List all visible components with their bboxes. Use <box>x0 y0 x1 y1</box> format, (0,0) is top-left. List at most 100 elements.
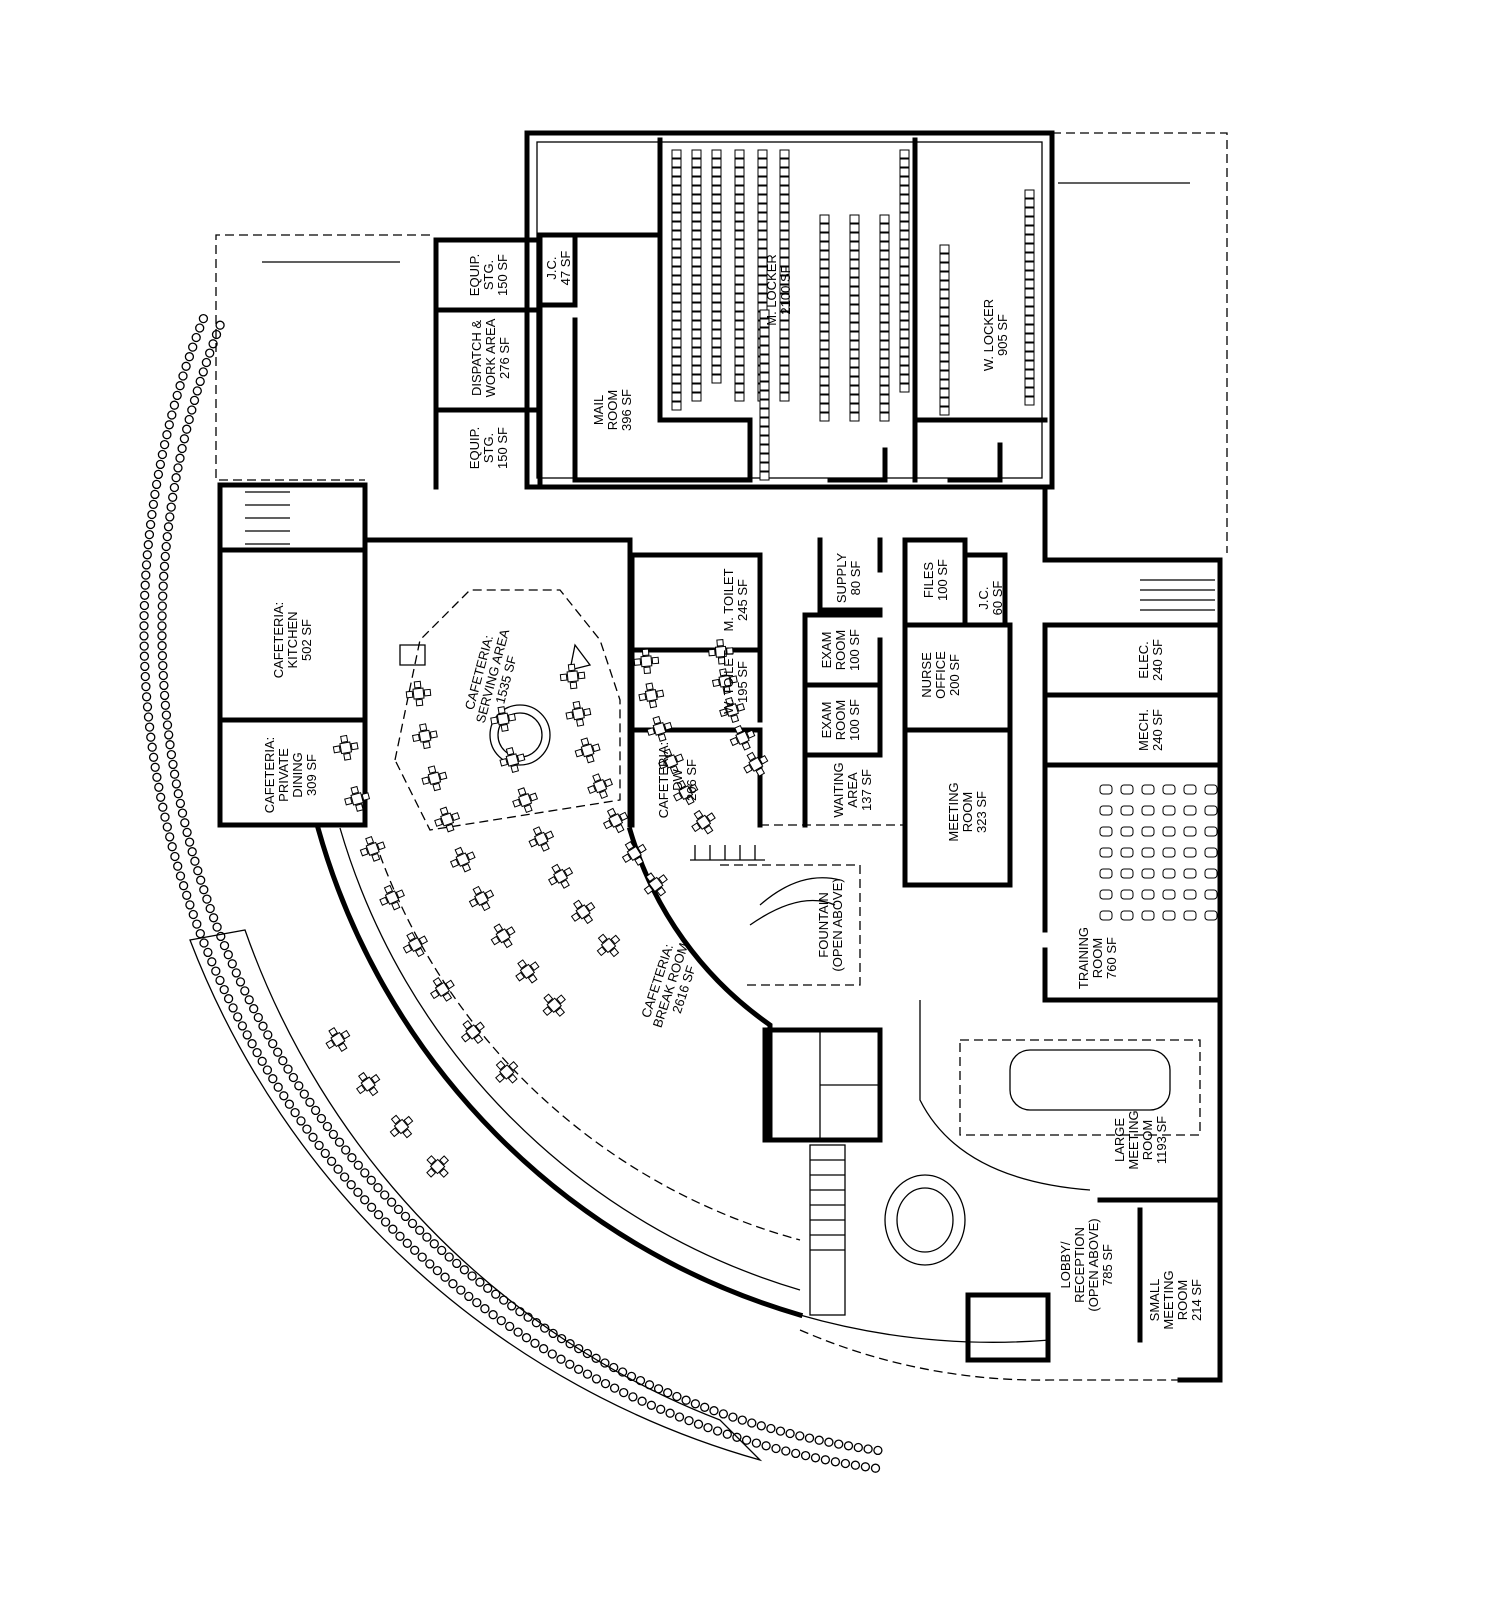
chair <box>602 819 613 830</box>
shrub <box>205 903 215 914</box>
locker <box>779 230 790 240</box>
shrub <box>609 1362 619 1373</box>
table <box>360 1076 376 1092</box>
shrub <box>157 621 167 631</box>
shrub <box>195 323 205 333</box>
locker <box>691 212 702 222</box>
shrub <box>163 522 174 532</box>
shrub <box>771 1443 781 1454</box>
chair <box>430 989 440 1000</box>
shrub <box>160 812 170 822</box>
shrub <box>165 512 175 522</box>
locker <box>711 257 722 267</box>
shrub <box>843 1441 854 1451</box>
chair <box>516 753 526 762</box>
chair <box>641 648 650 657</box>
table <box>429 1158 446 1175</box>
shrub <box>513 1327 523 1337</box>
table <box>580 743 595 758</box>
chair <box>643 666 651 675</box>
chair <box>619 811 629 822</box>
shrub <box>205 348 215 358</box>
room-label-line: RECEPTION <box>1072 1227 1087 1303</box>
shrub <box>167 842 177 852</box>
locker <box>671 284 682 294</box>
table <box>553 868 569 884</box>
table <box>384 890 400 905</box>
locker <box>819 412 830 422</box>
shrub <box>201 357 212 368</box>
locker <box>939 397 950 407</box>
shrub <box>165 832 175 842</box>
chair <box>648 700 658 709</box>
room-label-line: MEETING <box>1161 1270 1176 1329</box>
chair <box>523 804 533 814</box>
cafe-tables <box>325 639 769 1178</box>
locker <box>691 338 702 348</box>
shrub <box>360 1195 370 1205</box>
chair <box>402 944 413 954</box>
shrub <box>187 847 197 857</box>
shrub <box>626 1371 637 1382</box>
chair <box>746 729 756 739</box>
shrub <box>182 424 192 434</box>
shrub <box>417 1252 427 1262</box>
room-label-line: ROOM <box>833 700 848 740</box>
locker <box>939 244 950 254</box>
locker <box>759 399 770 409</box>
shrub <box>840 1458 851 1469</box>
shrub <box>556 1333 567 1344</box>
shrub <box>268 1074 278 1084</box>
shrub <box>155 459 166 470</box>
shrub <box>162 822 172 832</box>
shrub <box>437 1245 447 1256</box>
chair <box>356 1084 366 1095</box>
table <box>339 741 353 755</box>
locker <box>757 194 768 204</box>
shrub <box>196 875 206 885</box>
table-group <box>495 1060 519 1084</box>
room-label-line: M. TOILET <box>721 568 736 631</box>
table-group <box>430 977 455 1002</box>
shrub <box>195 928 205 939</box>
shrub <box>159 439 170 450</box>
chair <box>657 733 667 742</box>
chair <box>663 721 673 731</box>
locker <box>819 331 830 341</box>
chair <box>473 1034 484 1045</box>
shrub <box>273 1082 283 1092</box>
room-label-line: W. TOILET <box>721 650 736 714</box>
locker <box>711 212 722 222</box>
chair <box>711 678 721 688</box>
chair <box>505 747 515 756</box>
training-seat <box>1183 847 1197 858</box>
shrub <box>158 581 168 591</box>
locker <box>819 223 830 233</box>
locker <box>671 293 682 303</box>
locker <box>691 239 702 249</box>
shrub <box>395 1231 405 1241</box>
locker <box>671 401 682 411</box>
shrub <box>646 1400 657 1410</box>
locker <box>849 313 860 323</box>
locker <box>899 356 910 366</box>
shrub <box>160 551 170 562</box>
shrub <box>781 1446 791 1456</box>
room-label-line: ROOM <box>1175 1280 1190 1320</box>
table-group <box>646 715 673 742</box>
shrub <box>150 762 160 772</box>
locker <box>779 275 790 285</box>
shrub <box>302 1124 312 1134</box>
locker <box>819 394 830 404</box>
shrub <box>141 681 151 692</box>
chair <box>418 935 429 945</box>
shrub <box>173 463 183 473</box>
shrub <box>407 1218 418 1229</box>
locker <box>1024 351 1035 361</box>
shrub <box>252 1047 262 1058</box>
locker <box>759 336 770 346</box>
training-seat <box>1099 826 1113 837</box>
locker <box>711 302 722 312</box>
